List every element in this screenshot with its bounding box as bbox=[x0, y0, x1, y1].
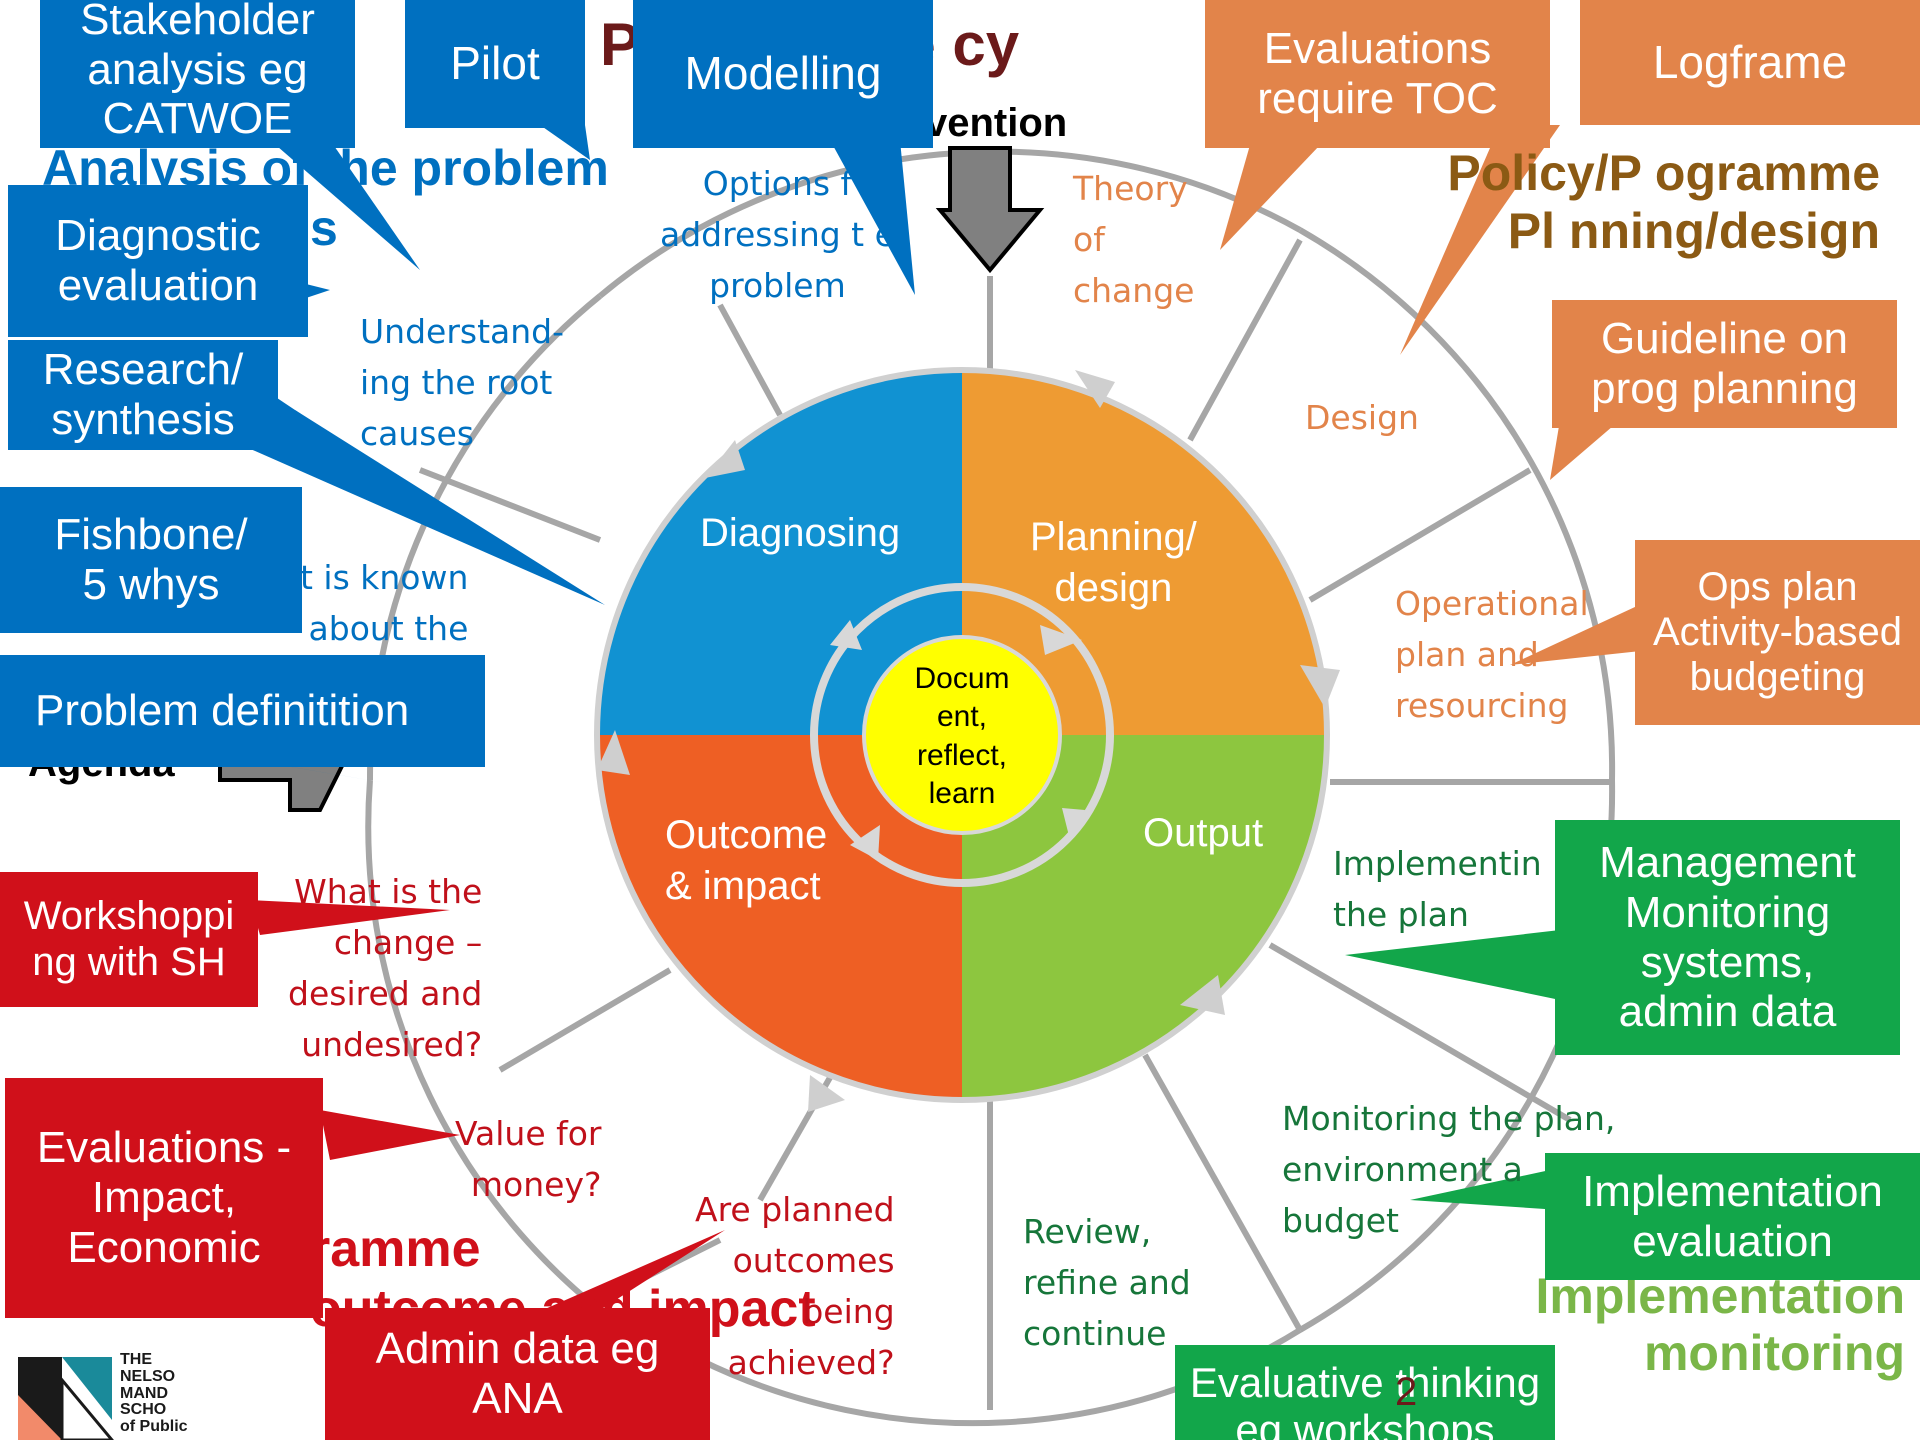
quadrant-label-diagnosing: Diagnosing bbox=[700, 511, 901, 555]
callout-ops-plan: Ops plan Activity-based budgeting bbox=[1635, 540, 1920, 725]
center-circle bbox=[862, 635, 1062, 835]
callout-evaluative-thinking: Evaluative thinking eg workshops bbox=[1175, 1345, 1555, 1440]
ring-text-change: What is the change – desired and undesir… bbox=[288, 872, 483, 1065]
ring-text-design: Design bbox=[1305, 398, 1419, 437]
intervention-arrow bbox=[935, 146, 1045, 274]
ring-text-known: t is known about the n bbox=[300, 558, 469, 699]
callout-evaluations-toc: Evaluations require TOC bbox=[1205, 0, 1550, 148]
inner-cycle-arrows bbox=[830, 620, 1085, 860]
callout-research-synthesis: Research/ synthesis bbox=[8, 340, 278, 450]
callout-diagnostic-evaluation: Diagnostic evaluation bbox=[8, 185, 308, 337]
callout-workshopping: Workshoppi ng with SH bbox=[0, 872, 258, 1007]
ring-text-operational: Operational plan and resourcing bbox=[1395, 584, 1589, 726]
outer-ring-arc bbox=[598, 148, 1302, 299]
outcome-quadrant bbox=[597, 735, 962, 1100]
quadrant-label-output: Output bbox=[1143, 811, 1264, 855]
ring-text-implementing: Implementin the plan bbox=[1333, 844, 1542, 935]
ring-text-review: Review, refine and continue bbox=[1023, 1212, 1191, 1354]
heading-policy-planning: Policy/P ogramme Pl nning/design bbox=[1447, 145, 1880, 259]
callout-fishbone: Fishbone/ 5 whys bbox=[0, 487, 302, 633]
center-label: Docum ent, reflect, learn bbox=[914, 662, 1010, 811]
callout-tails bbox=[220, 125, 1650, 1320]
callout-implementation-evaluation: Implementation evaluation bbox=[1545, 1153, 1920, 1280]
ring-text-monitoring: Monitoring the plan, environment a budge… bbox=[1282, 1099, 1616, 1241]
quadrant-label-planning: Planning/ design bbox=[1030, 515, 1197, 611]
outer-ring-arc bbox=[365, 779, 642, 1343]
callout-pilot: Pilot bbox=[405, 0, 585, 128]
callout-evaluations-impact: Evaluations - Impact, Economic bbox=[5, 1078, 323, 1318]
output-quadrant bbox=[962, 735, 1327, 1100]
diagnosing-quadrant bbox=[597, 370, 962, 735]
callout-problem-definition: Problem definitition bbox=[0, 655, 485, 767]
ring-text-root-causes: Understand- ing the root causes bbox=[360, 312, 565, 454]
intervention-label: vention bbox=[925, 101, 1068, 145]
heading-analysis-line2: s bbox=[310, 200, 338, 256]
ring-text-options: Options f addressing t e problem bbox=[660, 164, 895, 306]
page-number: 2 bbox=[1395, 1370, 1418, 1414]
outer-cycle-arrows bbox=[597, 370, 1340, 1112]
ring-text-theory: Theory of change bbox=[1073, 169, 1195, 311]
callout-modelling: Modelling bbox=[633, 0, 933, 148]
logo-text: THE NELSO MAND SCHO of Public bbox=[120, 1352, 188, 1436]
quadrant-label-outcome: Outcome & impact bbox=[665, 813, 828, 909]
outer-ring-arc bbox=[1298, 227, 1616, 781]
inner-cycle-ring bbox=[810, 583, 1114, 887]
ring-text-planned-outcomes: Are planned outcomes being achieved? bbox=[695, 1190, 895, 1383]
ring-text-value-money: Value for money? bbox=[455, 1114, 602, 1205]
callout-guideline: Guideline on prog planning bbox=[1552, 300, 1897, 428]
callout-management-monitoring: Management Monitoring systems, admin dat… bbox=[1555, 820, 1900, 1055]
callout-stakeholder-analysis: Stakeholder analysis eg CATWOE bbox=[40, 0, 355, 148]
school-logo bbox=[18, 1357, 114, 1440]
callout-admin-data: Admin data eg ANA bbox=[325, 1308, 710, 1440]
callout-logframe: Logframe bbox=[1580, 0, 1920, 125]
